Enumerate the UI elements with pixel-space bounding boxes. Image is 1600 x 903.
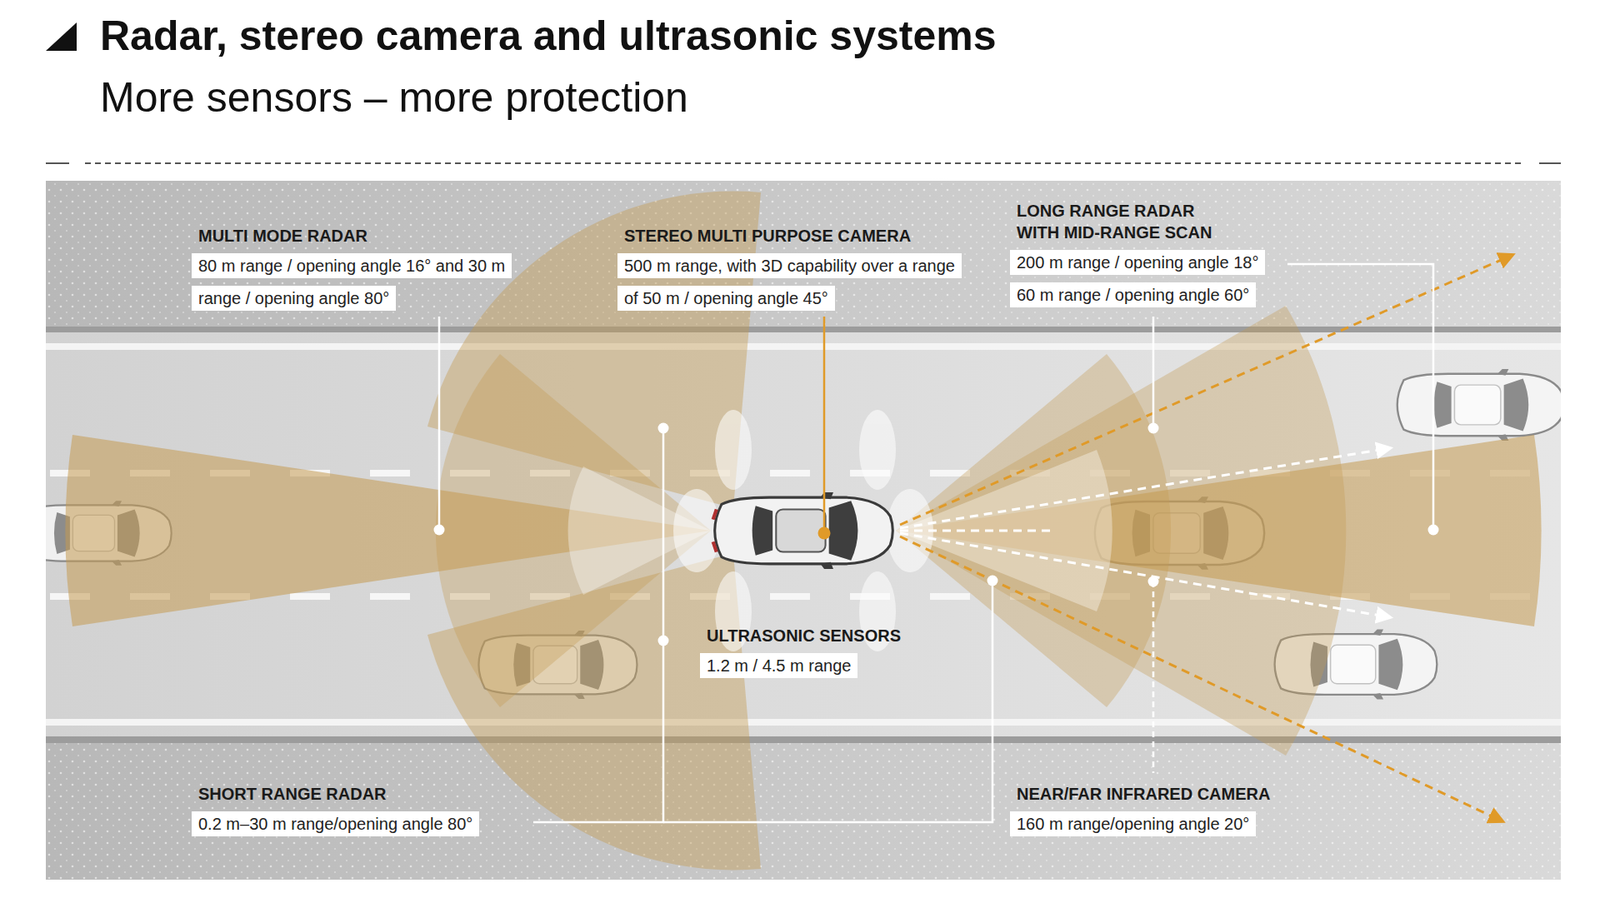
road-edge-line xyxy=(45,343,1561,350)
rule-end xyxy=(1539,162,1561,165)
sensor-spec: 500 m range, with 3D capability over a r… xyxy=(617,250,960,315)
multi-mode-radar-narrow-cone xyxy=(65,435,711,627)
ultrasonic-lobe xyxy=(673,489,720,573)
sensor-heading: MULTI MODE RADAR xyxy=(198,225,532,247)
sensor-spec: 200 m range / opening angle 18° 60 m ran… xyxy=(1010,246,1277,312)
camera-scan-line xyxy=(900,530,1050,533)
sensor-spec-text: 80 m range / opening angle 16° and 30 m … xyxy=(191,253,512,311)
leader-line xyxy=(663,580,993,823)
sensor-heading: NEAR/FAR INFRARED CAMERA xyxy=(1016,783,1367,805)
ultrasonic-lobe xyxy=(715,410,752,490)
sensor-spec-text: 160 m range/opening angle 20° xyxy=(1010,811,1256,837)
sensor-spec-text: 0.2 m–30 m range/opening angle 80° xyxy=(191,811,480,837)
leader-dot xyxy=(434,525,445,536)
infrared-scan-arrow xyxy=(900,536,1503,822)
leader-line xyxy=(1152,581,1155,774)
leader-dot xyxy=(658,635,670,647)
leader-line xyxy=(1287,264,1434,530)
ultrasonic-lobes xyxy=(673,410,934,652)
rule-end xyxy=(45,162,70,165)
curb xyxy=(45,736,1561,744)
sensor-spec-text: 1.2 m / 4.5 m range xyxy=(700,653,858,679)
sensor-spec-text: 500 m range, with 3D capability over a r… xyxy=(617,253,962,311)
subtitle: More sensors – more protection xyxy=(100,73,689,122)
sensor-label: SHORT RANGE RADAR 0.2 m–30 m range/openin… xyxy=(191,783,549,841)
leader-dot xyxy=(1428,525,1440,536)
camera-scan-arrow xyxy=(900,533,1390,618)
road-scene xyxy=(45,180,1561,880)
sensor-spec: 0.2 m–30 m range/opening angle 80° xyxy=(191,808,542,841)
sensor-heading: STEREO MULTI PURPOSE CAMERA xyxy=(624,225,975,247)
leader-dot xyxy=(1148,423,1160,435)
sensor-label: ULTRASONIC SENSORS 1.2 m / 4.5 m range xyxy=(700,625,974,683)
sensor-spec: 160 m range/opening angle 20° xyxy=(1010,808,1344,841)
leader-dots xyxy=(434,423,1440,647)
sensor-label: LONG RANGE RADAR WITH MID-RANGE SCAN 200 … xyxy=(1010,200,1277,312)
title-triangle xyxy=(45,22,77,51)
verge-texture xyxy=(45,180,1561,880)
road-edge-line xyxy=(45,719,1561,726)
ego-car xyxy=(713,490,894,571)
leader-dot xyxy=(658,423,670,435)
sensor-spec: 80 m range / opening angle 16° and 30 m … xyxy=(191,250,525,315)
sensor-label: MULTI MODE RADAR 80 m range / opening ang… xyxy=(191,225,532,315)
sensor-label: STEREO MULTI PURPOSE CAMERA 500 m range, … xyxy=(617,225,975,315)
car-ahead-left xyxy=(1397,369,1561,441)
sensor-heading: ULTRASONIC SENSORS xyxy=(706,625,974,647)
dashed-rule xyxy=(85,162,1523,165)
camera-leader-line xyxy=(823,316,826,534)
diagram-title: Radar, stereo camera and ultrasonic syst… xyxy=(100,11,997,60)
camera-dot xyxy=(818,527,831,540)
verge xyxy=(45,180,1561,880)
ultrasonic-lobe xyxy=(859,410,896,490)
leader-line xyxy=(438,316,441,530)
leader-dot xyxy=(1148,576,1160,588)
sensor-cones xyxy=(65,191,1541,871)
sensor-spec-text: 200 m range / opening angle 18° 60 m ran… xyxy=(1010,250,1265,308)
leader-lines xyxy=(439,264,1434,823)
curb xyxy=(45,326,1561,333)
sensor-heading: SHORT RANGE RADAR xyxy=(198,783,549,805)
leader-line xyxy=(1152,316,1155,429)
sensor-heading: LONG RANGE RADAR WITH MID-RANGE SCAN xyxy=(1016,200,1234,244)
sensor-spec: 1.2 m / 4.5 m range xyxy=(700,650,950,683)
sensor-label: NEAR/FAR INFRARED CAMERA 160 m range/open… xyxy=(1010,783,1367,841)
camera-scan-arrow xyxy=(900,448,1390,529)
leader-line xyxy=(533,428,664,823)
leader-dot xyxy=(987,575,999,587)
road xyxy=(45,332,1561,738)
